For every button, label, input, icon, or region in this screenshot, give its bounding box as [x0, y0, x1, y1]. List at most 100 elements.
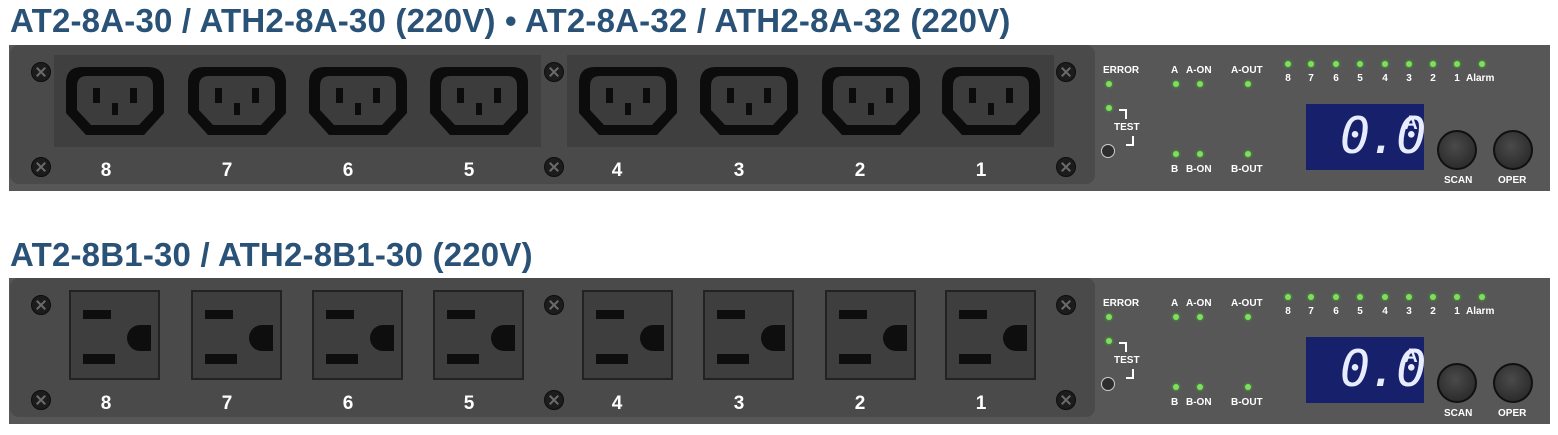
- mounting-screw: [544, 157, 564, 177]
- scan-label: SCAN: [1444, 408, 1473, 419]
- outlet-number: 4: [611, 160, 623, 181]
- alarm-label: Alarm: [1466, 306, 1495, 317]
- neutral-slot: [205, 354, 237, 364]
- mounting-screw: [31, 295, 51, 315]
- outlet-status-led: [1285, 294, 1291, 300]
- b-on-led: [1197, 151, 1203, 157]
- b-on-label: B-ON: [1186, 397, 1212, 408]
- oper-label: OPER: [1498, 408, 1527, 419]
- unit-title: AT2-8B1-30 / ATH2-8B1-30 (220V): [10, 236, 533, 273]
- ground-hole: [249, 325, 273, 351]
- mounting-screw: [31, 157, 51, 177]
- mounting-screw: [31, 62, 51, 82]
- b-label: B: [1171, 164, 1179, 175]
- c13-outlet: [426, 63, 532, 139]
- outlet-status-number: 8: [1285, 306, 1291, 317]
- nema-outlet: [582, 290, 673, 380]
- scan-button[interactable]: [1437, 363, 1477, 403]
- a-out-led: [1245, 81, 1251, 87]
- outlet-number: 7: [221, 393, 233, 414]
- ground-hole: [1003, 325, 1027, 351]
- test-button[interactable]: [1101, 144, 1115, 158]
- vent-icon: [1503, 88, 1525, 110]
- c13-outlet: [575, 63, 681, 139]
- outlet-status-number: 3: [1406, 73, 1412, 84]
- c13-outlet: [305, 63, 411, 139]
- error-led: [1106, 81, 1112, 87]
- b-label: B: [1171, 397, 1179, 408]
- outlet-status-led: [1454, 294, 1460, 300]
- test-bracket: [1126, 136, 1134, 146]
- error-led: [1106, 314, 1112, 320]
- current-unit: A: [1404, 346, 1418, 367]
- outlet-status-led: [1382, 61, 1388, 67]
- a-label: A: [1171, 298, 1179, 309]
- alarm-label: Alarm: [1466, 73, 1495, 84]
- hot-slot: [839, 310, 867, 319]
- outlet-status-led: [1333, 294, 1339, 300]
- unit-title: AT2-8A-30 / ATH2-8A-30 (220V) • AT2-8A-3…: [10, 2, 1011, 39]
- hot-slot: [326, 310, 354, 319]
- current-unit: A: [1404, 113, 1418, 134]
- outlet-number: 2: [854, 393, 866, 414]
- nema-outlet: [69, 290, 160, 380]
- error-label: ERROR: [1103, 65, 1140, 76]
- a-led: [1173, 81, 1179, 87]
- b-out-led: [1245, 151, 1251, 157]
- a-on-led: [1197, 314, 1203, 320]
- a-out-label: A-OUT: [1231, 65, 1263, 76]
- a-on-led: [1197, 81, 1203, 87]
- hot-slot: [447, 310, 475, 319]
- mounting-screw: [544, 295, 564, 315]
- outlet-status-number: 5: [1357, 73, 1363, 84]
- outlet-number: 5: [463, 160, 475, 181]
- neutral-slot: [83, 354, 115, 364]
- outlet-number: 4: [611, 393, 623, 414]
- mounting-screw: [1056, 157, 1076, 177]
- outlet-number: 3: [733, 393, 745, 414]
- outlet-status-led: [1357, 61, 1363, 67]
- oper-button[interactable]: [1493, 363, 1533, 403]
- ground-hole: [761, 325, 785, 351]
- b-out-label: B-OUT: [1231, 164, 1263, 175]
- alarm-led: [1479, 61, 1485, 67]
- hot-slot: [596, 310, 624, 319]
- a-label: A: [1171, 65, 1179, 76]
- outlet-status-led: [1308, 61, 1314, 67]
- outlet-status-led: [1430, 294, 1436, 300]
- nema-outlet: [433, 290, 524, 380]
- nema-outlet: [191, 290, 282, 380]
- outlet-status-number: 2: [1430, 73, 1436, 84]
- outlet-number: 1: [975, 393, 987, 414]
- outlet-number: 6: [342, 160, 354, 181]
- nema-outlet: [945, 290, 1036, 380]
- c13-outlet: [818, 63, 924, 139]
- outlet-number: 2: [854, 160, 866, 181]
- ground-hole: [491, 325, 515, 351]
- hot-slot: [205, 310, 233, 319]
- outlet-status-led: [1333, 61, 1339, 67]
- nema-outlet: [825, 290, 916, 380]
- mounting-screw: [544, 390, 564, 410]
- scan-button[interactable]: [1437, 130, 1477, 170]
- hot-slot: [959, 310, 987, 319]
- test-led: [1106, 105, 1112, 111]
- current-value: 0.0: [1340, 107, 1426, 165]
- mounting-screw: [1056, 62, 1076, 82]
- a-out-led: [1245, 314, 1251, 320]
- a-led: [1173, 314, 1179, 320]
- test-button[interactable]: [1101, 377, 1115, 391]
- outlet-status-led: [1406, 294, 1412, 300]
- outlet-status-led: [1382, 294, 1388, 300]
- outlet-status-number: 3: [1406, 306, 1412, 317]
- oper-button[interactable]: [1493, 130, 1533, 170]
- neutral-slot: [717, 354, 749, 364]
- b-led: [1173, 384, 1179, 390]
- outlet-status-number: 1: [1454, 306, 1460, 317]
- mounting-screw: [1056, 390, 1076, 410]
- b-out-label: B-OUT: [1231, 397, 1263, 408]
